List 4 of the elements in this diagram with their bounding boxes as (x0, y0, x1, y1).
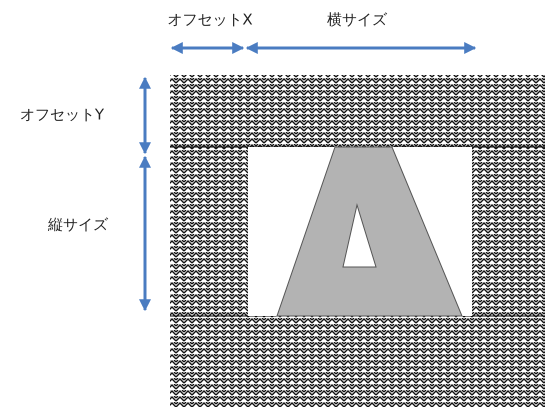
dimension-label: オフセットY (20, 106, 104, 124)
dimension-label: 縦サイズ (48, 216, 108, 234)
dimension-label: オフセットX (167, 10, 253, 30)
dimension-label: 横サイズ (327, 10, 387, 30)
